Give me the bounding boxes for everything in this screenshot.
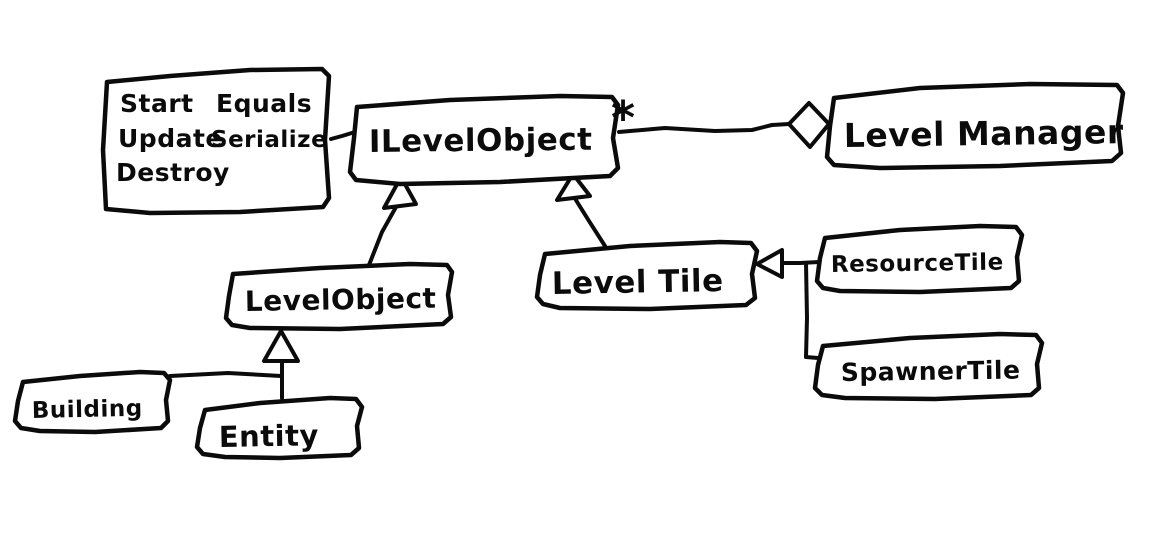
note-box-methods: Start Update Destroy Equals Serialize (100, 66, 332, 216)
edge-aggregation-ilevelobject-levelmanager (617, 101, 831, 149)
class-label-leveltile: Level Tile (552, 263, 724, 302)
multiplicity-star: * (611, 91, 636, 145)
inheritance-arrowhead (382, 175, 418, 210)
class-box-leveltile: Level Tile (534, 239, 760, 312)
class-label-ilevelobject: ILevelObject (369, 122, 593, 160)
inheritance-arrowhead (755, 248, 784, 279)
class-box-entity: Entity (194, 395, 365, 461)
class-box-levelobject: LevelObject (223, 261, 455, 332)
edge-inheritance-building-entity-levelobject (168, 329, 300, 400)
method-label: Equals (216, 89, 312, 118)
class-box-building: Building (12, 369, 173, 435)
class-label-building: Building (32, 396, 143, 424)
method-label: Destroy (116, 158, 230, 187)
class-label-resourcetile: ResourceTile (831, 250, 1004, 278)
class-box-resourcetile: ResourceTile (814, 223, 1025, 295)
class-box-ilevelobject: ILevelObject (347, 93, 621, 187)
method-label: Serialize (211, 127, 327, 153)
edge-inheritance-levelobject-ilevelobject (367, 175, 418, 267)
inheritance-arrowhead (262, 329, 300, 363)
method-label: Update (118, 124, 223, 153)
aggregation-diamond-marker (787, 101, 831, 149)
class-box-levelmanager: Level Manager (824, 81, 1126, 171)
method-label: Start (120, 89, 194, 118)
edge-inheritance-resourcetile-leveltile (755, 248, 821, 360)
class-label-levelmanager: Level Manager (844, 112, 1124, 155)
edge-inheritance-leveltile-ilevelobject (555, 172, 607, 248)
class-label-levelobject: LevelObject (245, 282, 437, 318)
inheritance-arrowhead (555, 172, 592, 202)
edge-note-to-ilevelobject (329, 130, 357, 141)
class-label-spawnertile: SpawnerTile (841, 355, 1021, 387)
class-label-entity: Entity (219, 418, 320, 454)
class-box-spawnertile: SpawnerTile (812, 331, 1045, 402)
